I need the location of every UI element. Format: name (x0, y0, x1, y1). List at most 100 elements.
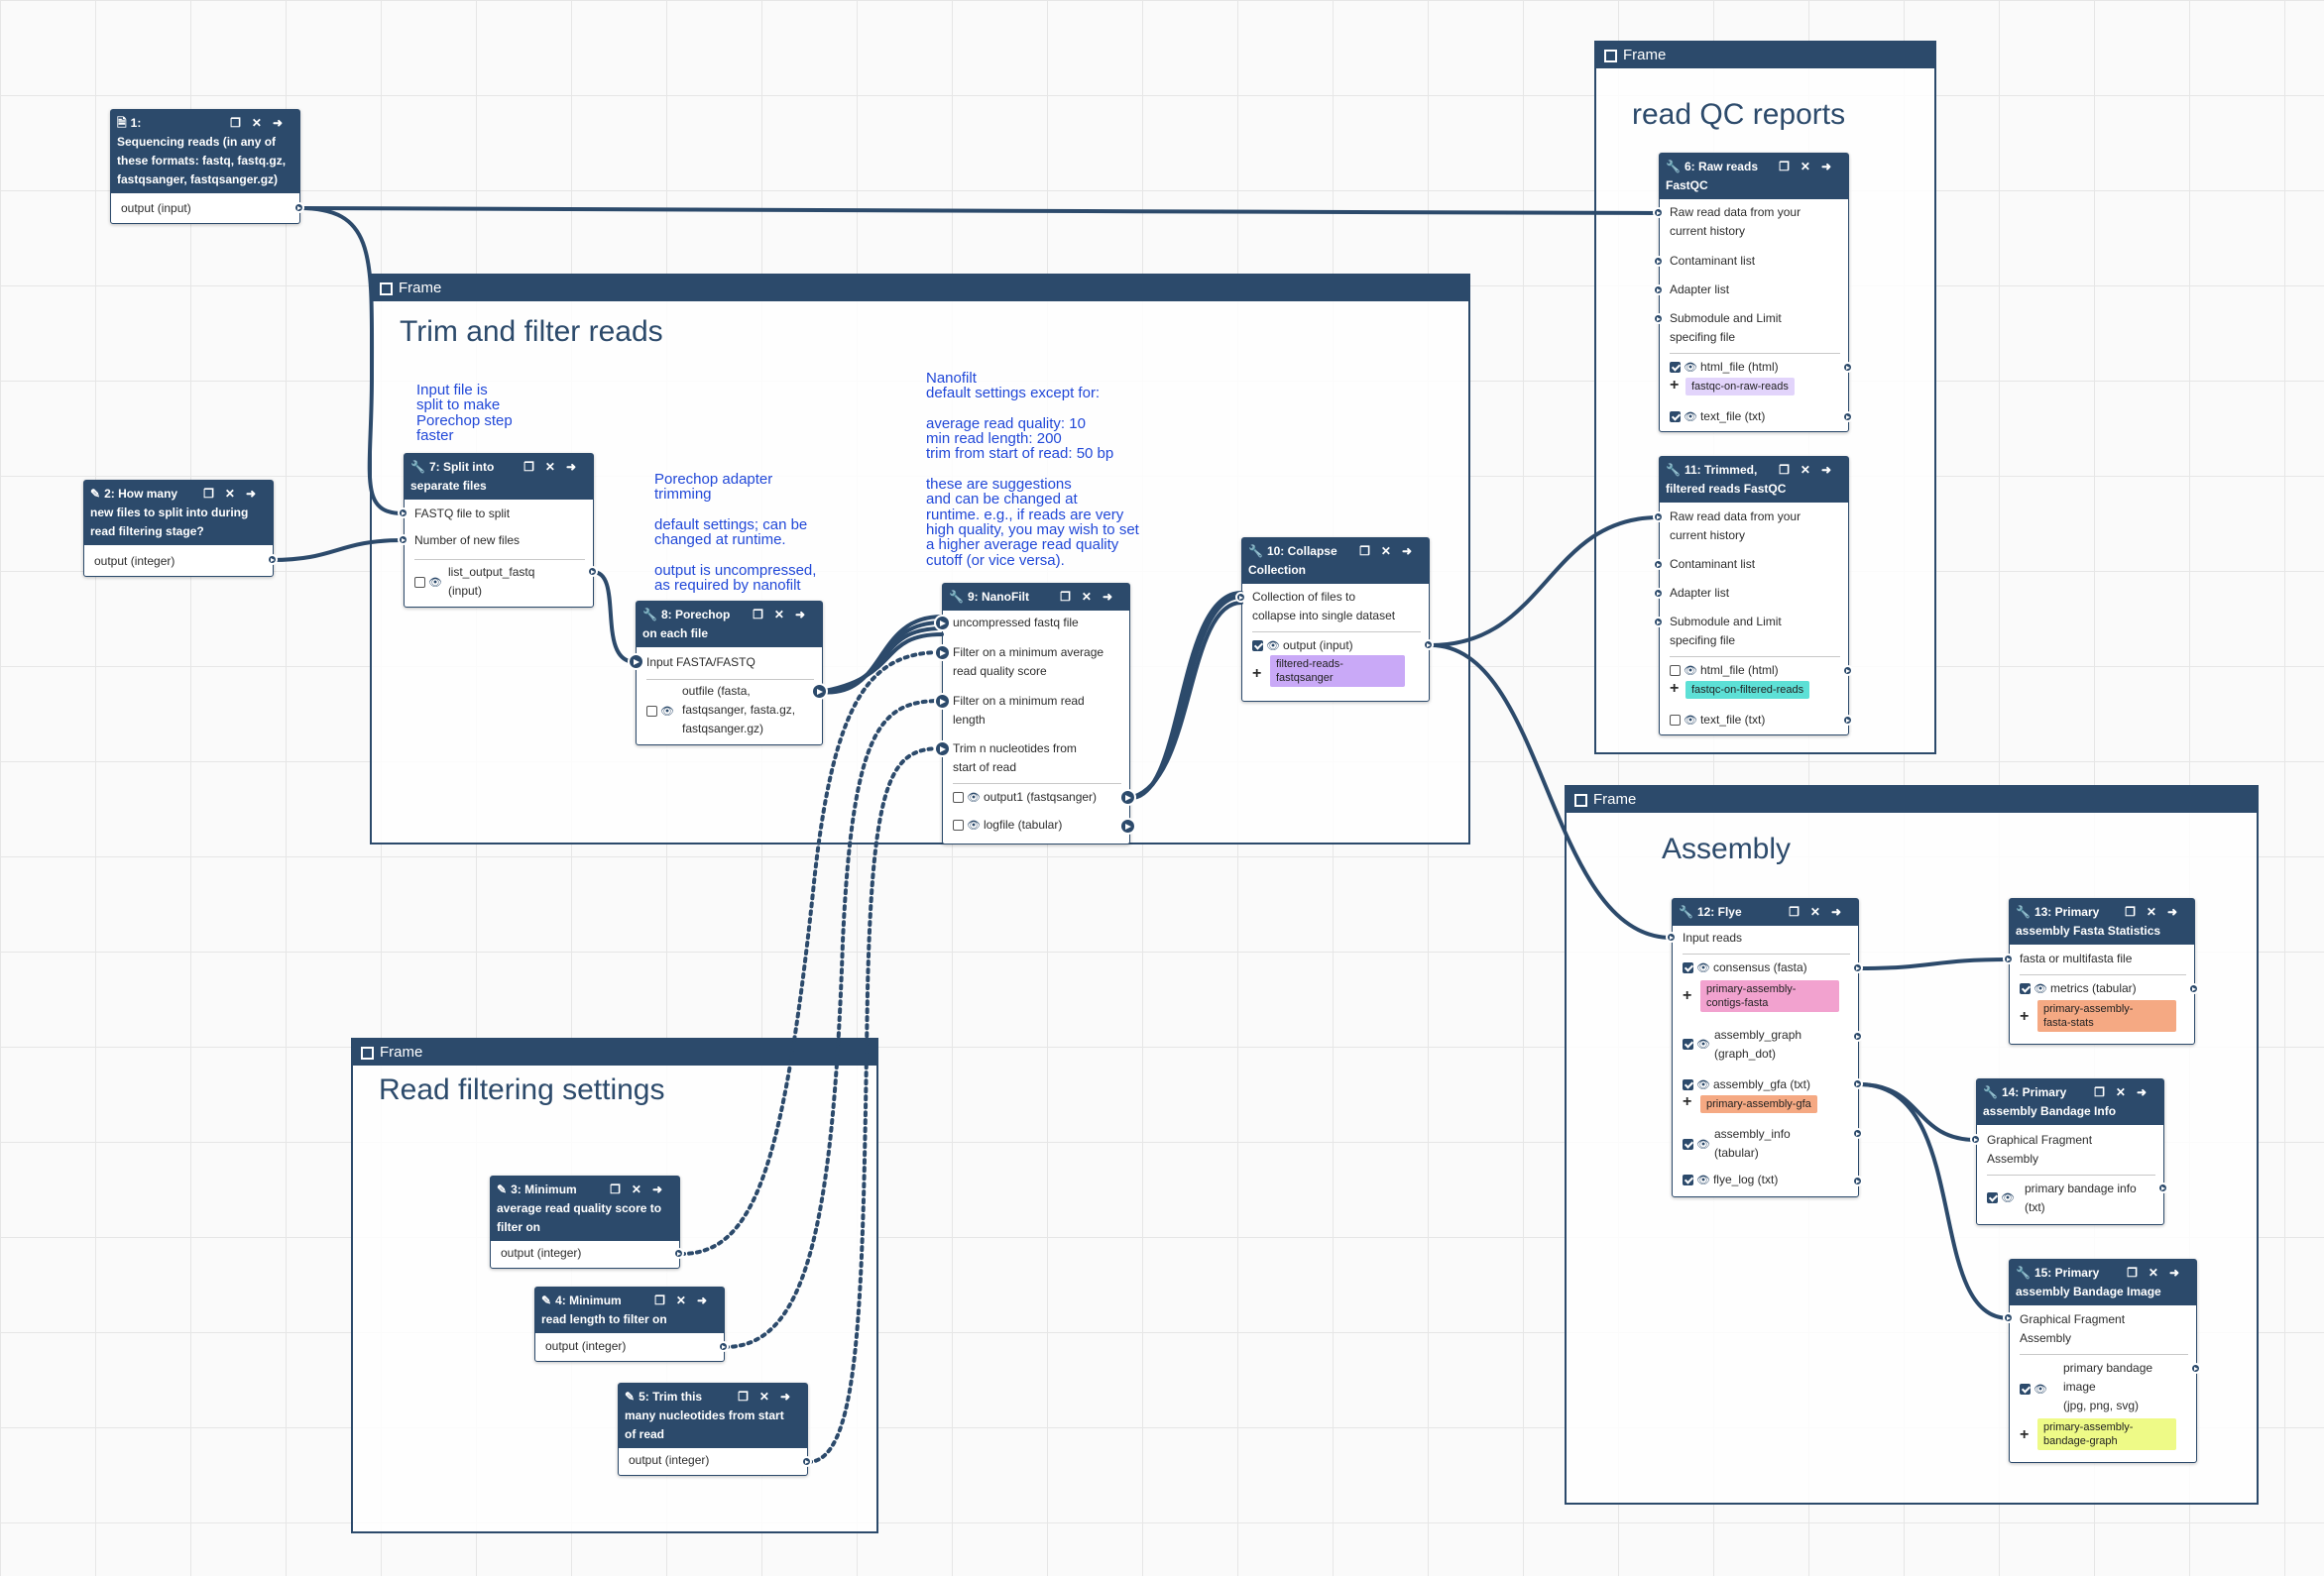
output-checkbox[interactable] (953, 792, 964, 804)
output-checkbox[interactable] (1683, 1039, 1693, 1051)
output-checkbox[interactable] (1987, 1192, 1998, 1204)
node-header-icons[interactable]: ❐✕➜ (654, 1294, 718, 1307)
input-terminal[interactable] (934, 693, 951, 710)
eye-icon[interactable]: 👁 (2034, 1384, 2047, 1396)
output-terminal[interactable] (1423, 639, 1434, 650)
node-min-read-quality-input[interactable]: ✎3: Minimum average read quality score t… (490, 1176, 680, 1269)
output-checkbox[interactable] (1670, 411, 1681, 423)
input-terminal[interactable] (398, 507, 408, 518)
node-header[interactable]: 🔧10: Collapse Collection ❐✕➜ (1242, 538, 1429, 584)
eye-icon[interactable]: 👁 (1684, 411, 1697, 423)
node-header[interactable]: 🔧7: Split into separate files ❐✕➜ (405, 454, 593, 500)
node-min-read-length-input[interactable]: ✎4: Minimum read length to filter on ❐✕➜… (534, 1287, 725, 1362)
node-header-icons[interactable]: ❐✕➜ (1060, 590, 1123, 604)
node-header-icons[interactable]: ❐✕➜ (2094, 1085, 2157, 1099)
node-how-many-files-input[interactable]: ✎2: How many new files to split into dur… (83, 480, 274, 577)
eye-icon[interactable]: 👁 (1684, 715, 1697, 727)
eye-icon[interactable]: 👁 (1696, 1039, 1710, 1051)
output-checkbox[interactable] (1683, 1079, 1693, 1091)
output-checkbox[interactable] (1252, 640, 1263, 652)
frame-header[interactable]: Frame (353, 1040, 876, 1066)
add-tag-icon[interactable]: + (1683, 1093, 1692, 1110)
input-terminal[interactable] (934, 615, 951, 631)
node-header[interactable]: 🔧14: Primary assembly Bandage Info ❐✕➜ (1977, 1079, 2163, 1125)
node-header[interactable]: 🔧11: Trimmed, filtered reads FastQC ❐✕➜ (1660, 457, 1848, 503)
node-header-icons[interactable]: ❐✕➜ (203, 487, 267, 501)
output-terminal[interactable] (1119, 818, 1136, 835)
eye-icon[interactable]: 👁 (1696, 1139, 1710, 1151)
output-checkbox[interactable] (2020, 983, 2031, 995)
output-checkbox[interactable] (1670, 665, 1681, 677)
node-header-icons[interactable]: ❐✕➜ (1779, 463, 1842, 477)
output-terminal[interactable] (2190, 1363, 2201, 1374)
input-terminal[interactable] (1970, 1134, 1981, 1145)
eye-icon[interactable]: 👁 (1696, 962, 1710, 974)
input-terminal[interactable] (934, 644, 951, 661)
node-header-icons[interactable]: ❐✕➜ (1789, 905, 1852, 919)
output-terminal[interactable] (293, 202, 304, 213)
node-flye[interactable]: 🔧12: Flye ❐✕➜ Input reads 👁consensus (fa… (1672, 898, 1859, 1197)
output-terminal[interactable] (1842, 665, 1853, 676)
output-checkbox[interactable] (414, 577, 425, 589)
eye-icon[interactable]: 👁 (967, 792, 981, 804)
output-checkbox[interactable] (1683, 962, 1693, 974)
input-terminal[interactable] (1653, 284, 1664, 295)
node-header[interactable]: 🔧13: Primary assembly Fasta Statistics ❐… (2010, 899, 2194, 945)
eye-icon[interactable]: 👁 (967, 820, 981, 832)
node-porechop[interactable]: 🔧8: Porechop on each file ❐✕➜ Input FAST… (636, 601, 823, 745)
node-split-into-files[interactable]: 🔧7: Split into separate files ❐✕➜ FASTQ … (404, 453, 594, 608)
output-terminal[interactable] (1852, 962, 1863, 973)
input-terminal[interactable] (2003, 1312, 2014, 1323)
input-terminal[interactable] (1653, 207, 1664, 218)
output-terminal[interactable] (1852, 1176, 1863, 1186)
node-header-icons[interactable]: ❐✕➜ (610, 1182, 673, 1196)
node-header-icons[interactable]: ❐✕➜ (753, 608, 816, 621)
node-header-icons[interactable]: ❐✕➜ (1359, 544, 1423, 558)
output-terminal[interactable] (673, 1248, 684, 1259)
eye-icon[interactable]: 👁 (1684, 362, 1697, 374)
node-nanofilt[interactable]: 🔧9: NanoFilt ❐✕➜ uncompressed fastq file… (942, 583, 1130, 844)
node-fasta-statistics[interactable]: 🔧13: Primary assembly Fasta Statistics ❐… (2009, 898, 2195, 1045)
input-terminal[interactable] (934, 740, 951, 757)
eye-icon[interactable]: 👁 (1696, 1079, 1710, 1091)
frame-header[interactable]: Frame (1567, 787, 2257, 813)
node-header[interactable]: 🔧8: Porechop on each file ❐✕➜ (637, 602, 822, 647)
frame-header[interactable]: Frame (1596, 43, 1934, 68)
node-header[interactable]: 🗎1: Sequencing reads (in any of these fo… (111, 110, 299, 193)
frame-header[interactable]: Frame (372, 276, 1468, 301)
output-checkbox[interactable] (1683, 1175, 1693, 1186)
output-checkbox[interactable] (2020, 1384, 2031, 1396)
node-header[interactable]: 🔧9: NanoFilt ❐✕➜ (943, 584, 1129, 611)
eye-icon[interactable]: 👁 (428, 577, 442, 589)
add-tag-icon[interactable]: + (1670, 377, 1680, 394)
add-tag-icon[interactable]: + (1683, 987, 1692, 1004)
node-trimmed-reads-fastqc[interactable]: 🔧11: Trimmed, filtered reads FastQC ❐✕➜ … (1659, 456, 1849, 735)
output-terminal[interactable] (801, 1456, 812, 1467)
node-header-icons[interactable]: ❐✕➜ (523, 460, 587, 474)
input-terminal[interactable] (2003, 954, 2014, 964)
eye-icon[interactable]: 👁 (2034, 983, 2047, 995)
output-terminal[interactable] (1842, 715, 1853, 726)
output-terminal[interactable] (2188, 983, 2199, 994)
input-terminal[interactable] (1653, 313, 1664, 324)
node-header-icons[interactable]: ❐✕➜ (2127, 1266, 2190, 1280)
input-terminal[interactable] (1653, 256, 1664, 267)
output-terminal[interactable] (1842, 362, 1853, 373)
add-tag-icon[interactable]: + (2020, 1008, 2030, 1025)
input-terminal[interactable] (628, 653, 644, 670)
node-header-icons[interactable]: ❐✕➜ (230, 116, 293, 130)
output-terminal[interactable] (267, 554, 278, 565)
output-checkbox[interactable] (1683, 1139, 1693, 1151)
node-header-icons[interactable]: ❐✕➜ (738, 1390, 801, 1404)
node-header[interactable]: ✎4: Minimum read length to filter on ❐✕➜ (535, 1288, 724, 1333)
output-checkbox[interactable] (953, 820, 964, 832)
node-trim-nucleotides-input[interactable]: ✎5: Trim this many nucleotides from star… (618, 1383, 808, 1476)
eye-icon[interactable]: 👁 (2001, 1192, 2015, 1204)
node-header[interactable]: ✎2: How many new files to split into dur… (84, 481, 273, 545)
node-header[interactable]: 🔧12: Flye ❐✕➜ (1673, 899, 1858, 926)
output-terminal[interactable] (587, 566, 598, 577)
output-checkbox[interactable] (646, 706, 657, 718)
input-terminal[interactable] (398, 534, 408, 545)
add-tag-icon[interactable]: + (2020, 1426, 2030, 1443)
node-header[interactable]: 🔧6: Raw reads FastQC ❐✕➜ (1660, 154, 1848, 199)
